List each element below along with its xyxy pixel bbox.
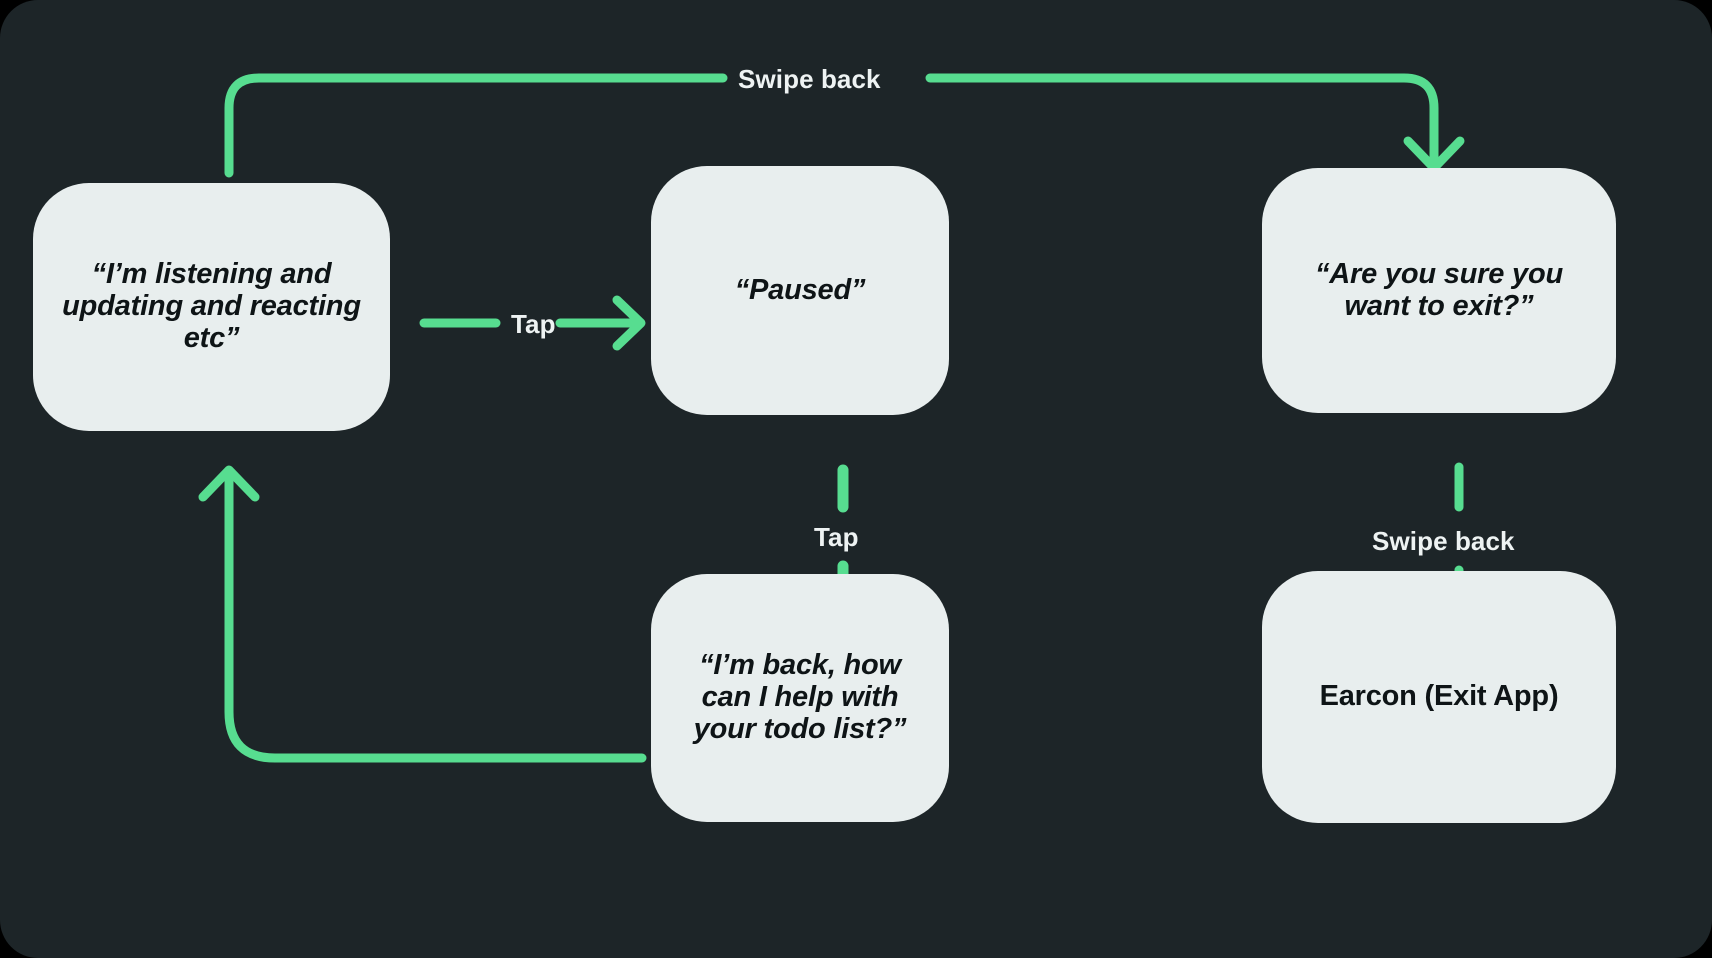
node-listening-label: “I’m listening and updating and reacting… <box>62 258 361 354</box>
edge-label-swipe-back-top: Swipe back <box>738 64 881 94</box>
node-earcon[interactable]: Earcon (Exit App) <box>1262 571 1616 823</box>
node-paused[interactable]: “Paused” <box>651 166 949 415</box>
node-confirm-exit-label: “Are you sure you want to exit?” <box>1315 257 1563 322</box>
node-paused-label: “Paused” <box>734 273 866 306</box>
node-listening[interactable]: “I’m listening and updating and reacting… <box>33 183 390 431</box>
edge-im-back-to-listening <box>198 465 647 763</box>
edge-label-tap-listening-to-paused: Tap <box>511 309 556 339</box>
node-im-back[interactable]: “I’m back, how can I help with your todo… <box>651 574 949 822</box>
edge-label-tap-paused-to-im-back: Tap <box>814 522 859 552</box>
node-im-back-label: “I’m back, how can I help with your todo… <box>693 649 907 745</box>
edge-label-swipe-back-confirm-to-earcon: Swipe back <box>1372 526 1515 556</box>
node-confirm-exit[interactable]: “Are you sure you want to exit?” <box>1262 168 1616 413</box>
node-earcon-label: Earcon (Exit App) <box>1319 680 1559 713</box>
